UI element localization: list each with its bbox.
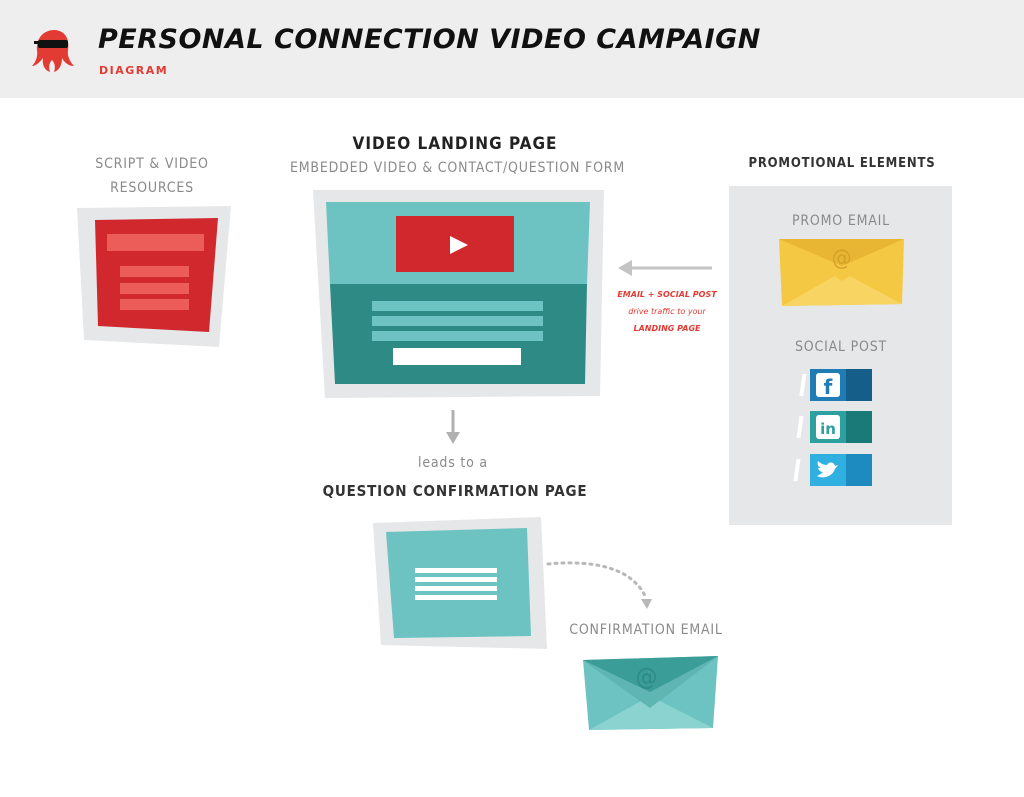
arrow-note-line3: LANDING PAGE — [633, 324, 701, 333]
linkedin-post-icon: in — [796, 411, 872, 443]
left-arrow-icon — [618, 260, 712, 276]
play-icon — [450, 236, 468, 254]
arrow-note-line1: EMAIL + SOCIAL POST — [617, 290, 717, 299]
promo-email-icon — [779, 239, 904, 306]
confirmation-email-label: CONFIRMATION EMAIL — [569, 622, 723, 638]
header-bar: PERSONAL CONNECTION VIDEO CAMPAIGN DIAGR… — [0, 0, 1024, 98]
svg-text:in: in — [820, 420, 836, 438]
landing-page-mockup — [313, 190, 604, 398]
script-resources-label-line2: RESOURCES — [110, 180, 194, 196]
arrow-note-line2: drive traffic to your — [628, 307, 706, 316]
script-document-icon — [77, 206, 231, 347]
confirmation-page-mockup — [373, 517, 547, 649]
svg-text:f: f — [824, 375, 833, 399]
landing-page-title: VIDEO LANDING PAGE — [352, 134, 558, 154]
question-confirmation-label: QUESTION CONFIRMATION PAGE — [322, 482, 588, 500]
script-resources-label-line1: SCRIPT & VIDEO — [95, 156, 209, 172]
promo-email-at-icon: @ — [831, 246, 853, 271]
twitter-post-icon — [793, 454, 872, 486]
octopus-logo-icon — [32, 30, 74, 72]
social-post-label: SOCIAL POST — [794, 339, 888, 355]
leads-to-label: leads to a — [418, 455, 488, 471]
dotted-arrow-icon — [546, 561, 652, 609]
confirmation-email-icon — [583, 656, 718, 730]
page-title: PERSONAL CONNECTION VIDEO CAMPAIGN — [98, 24, 761, 55]
facebook-post-icon: f — [799, 369, 872, 401]
promo-email-label: PROMO EMAIL — [791, 213, 890, 229]
page-subtitle: DIAGRAM — [99, 64, 169, 77]
promo-title: PROMOTIONAL ELEMENTS — [748, 156, 936, 171]
confirmation-email-at-icon: @ — [635, 663, 659, 691]
landing-page-subtitle: EMBEDDED VIDEO & CONTACT/QUESTION FORM — [290, 160, 626, 176]
down-arrow-icon — [446, 410, 460, 444]
